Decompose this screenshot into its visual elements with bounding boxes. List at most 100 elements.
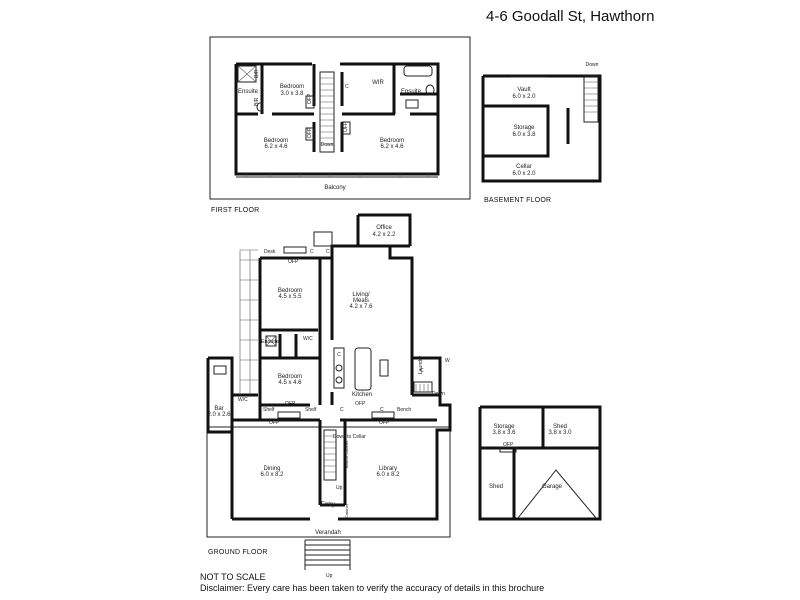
bf-cellar-name: Cellar xyxy=(516,164,532,170)
ff-balcony: Balcony xyxy=(324,185,345,191)
ob-shed-1-name: Shed xyxy=(553,424,567,430)
bf-cellar-size: 6.0 x 2.0 xyxy=(512,171,536,177)
ground-floor-label: GROUND FLOOR xyxy=(208,549,268,556)
gf-bench: Bench xyxy=(397,407,411,413)
gf-shelf-1: Shelf xyxy=(263,407,275,413)
gf-shelf-2: Shelf xyxy=(305,407,317,413)
ff-down: Down xyxy=(321,142,334,148)
first-floor-plan xyxy=(209,36,471,200)
outbuilding-outer-wall xyxy=(478,405,602,521)
basement-stair xyxy=(583,75,599,123)
ob-ofp: OFP xyxy=(503,442,514,448)
ff-bedroom-3-name: Bedroom xyxy=(380,138,404,144)
ff-ofp-1: OFP xyxy=(307,93,313,104)
ground-floor-plan xyxy=(206,213,452,570)
gf-ofp-4: OFP xyxy=(269,420,280,426)
ff-bir-2: BIR xyxy=(254,97,260,106)
gf-ofp-3: OFP xyxy=(355,401,366,407)
gf-down: Down xyxy=(432,391,445,397)
bf-down: Down xyxy=(586,62,599,68)
gf-built-in-cabinet: Built-in Cabinet xyxy=(344,440,349,468)
ff-bedroom-3-size: 6.2 x 4.6 xyxy=(380,144,404,150)
ob-storage-name: Storage xyxy=(493,424,515,430)
gf-living-size: 4.2 x 7.6 xyxy=(349,304,373,310)
not-to-scale-note: NOT TO SCALE xyxy=(200,572,266,582)
gf-kitchen: Kitchen xyxy=(352,392,372,398)
gf-bar-size: 2.0 x 2.6 xyxy=(207,412,231,418)
bf-vault-name: Vault xyxy=(517,87,531,93)
first-floor-interior-walls xyxy=(236,64,438,116)
gf-living-name: Living/ xyxy=(352,292,370,298)
ob-shed-2: Shed xyxy=(489,484,503,490)
ff-bedroom-1-name: Bedroom xyxy=(280,84,304,90)
kitchen-island xyxy=(354,347,372,391)
first-floor-frame xyxy=(209,36,471,200)
gf-down-to-cellar: Down to Cellar xyxy=(333,434,366,440)
gf-bedroom-1-name: Bedroom xyxy=(278,288,302,294)
gf-library-size: 6.0 x 8.2 xyxy=(376,472,400,478)
ff-bir-1: BIR xyxy=(254,69,260,78)
gf-laundry: Laundry xyxy=(418,355,424,374)
gf-living-name-2: Meals xyxy=(353,298,369,304)
gf-c-1: C xyxy=(310,249,314,255)
gf-c-6: C xyxy=(380,407,384,413)
office-walls xyxy=(356,213,412,246)
ff-c: C xyxy=(345,84,349,90)
basement-outer-wall xyxy=(481,74,602,183)
gf-office-size: 4.2 x 2.2 xyxy=(372,232,396,238)
gf-dining-name: Dining xyxy=(263,466,280,472)
gf-bedroom-2-name: Bedroom xyxy=(278,374,302,380)
basement-floor-plan xyxy=(481,74,602,183)
gf-verandah: Verandah xyxy=(315,530,341,536)
bedroom-walls xyxy=(260,246,334,407)
gf-c-3: C xyxy=(337,352,341,358)
basement-floor-label: BASEMENT FLOOR xyxy=(484,197,552,204)
gf-up-1: Up xyxy=(336,485,343,491)
ensuite-shower xyxy=(237,65,257,83)
gf-ofp-2: OFP xyxy=(285,401,296,407)
first-floor-outer-wall xyxy=(234,62,440,176)
ensuite-bath xyxy=(403,65,433,77)
disclaimer-text: Disclaimer: Every care has been taken to… xyxy=(200,583,545,593)
gf-wc-2: W/C xyxy=(238,397,248,403)
gf-library-name: Library xyxy=(379,466,397,472)
gf-entry: Entry xyxy=(321,502,335,508)
ff-wir: WIR xyxy=(372,80,384,86)
gf-c-5: C xyxy=(340,407,344,413)
bf-vault-size: 6.0 x 2.0 xyxy=(512,94,536,100)
gf-desk: Desk xyxy=(264,249,276,255)
ob-storage-size: 3.8 x 3.6 xyxy=(492,430,516,436)
bf-storage-name: Storage xyxy=(513,125,535,131)
ff-ensuite-a: Ensuite xyxy=(238,89,259,95)
ground-floor-outer-wall xyxy=(230,244,452,521)
ff-bedroom-2-name: Bedroom xyxy=(264,138,288,144)
gf-ensuite: Ensuite xyxy=(261,339,279,345)
laundry-walls xyxy=(410,358,440,397)
ff-bedroom-2-size: 6.2 x 4.6 xyxy=(264,144,288,150)
gf-wc: W/C xyxy=(303,336,313,342)
gf-bedroom-2-size: 4.5 x 4.6 xyxy=(278,380,302,386)
gf-ofp-5: OFP xyxy=(379,420,390,426)
gf-ofp-1: OFP xyxy=(288,259,299,265)
gf-bedroom-1-size: 4.5 x 5.5 xyxy=(278,294,302,300)
ff-ofp-3: OFP xyxy=(343,121,349,132)
gf-c-4: C xyxy=(420,368,424,374)
kitchen-bench xyxy=(333,347,345,389)
bf-storage-size: 6.0 x 3.8 xyxy=(512,132,536,138)
ob-shed-1-size: 3.8 x 3.0 xyxy=(548,430,572,436)
first-floor-stair xyxy=(319,71,335,153)
gf-cabinet: Cabinet xyxy=(344,503,349,518)
ff-ensuite-b: Ensuite xyxy=(401,89,422,95)
first-floor-label: FIRST FLOOR xyxy=(211,207,260,214)
outbuilding-plan xyxy=(478,405,602,521)
bar-walls xyxy=(206,356,234,434)
page-title: 4-6 Goodall St, Hawthorn xyxy=(486,8,655,25)
gf-c-2: C xyxy=(326,249,330,255)
gf-w: W xyxy=(445,358,450,364)
ff-bedroom-1-size: 3.0 x 3.8 xyxy=(280,91,304,97)
ob-garage: Garage xyxy=(542,484,563,490)
front-rooms-walls xyxy=(232,418,437,507)
gf-office-name: Office xyxy=(376,225,392,231)
verandah-outline xyxy=(206,426,451,538)
